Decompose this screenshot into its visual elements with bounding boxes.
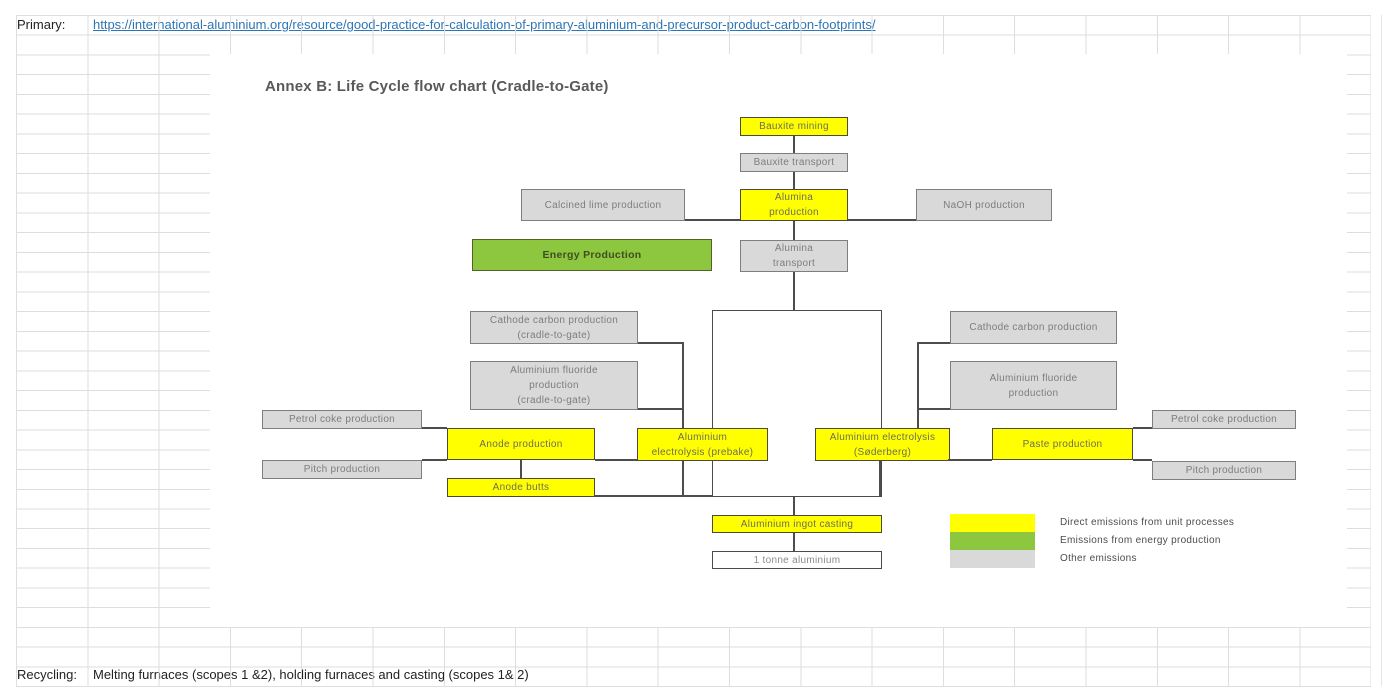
connector-line [638, 342, 684, 344]
box-paste-production-label: Paste production [1022, 438, 1103, 450]
box-pitch-left: Pitch production [262, 460, 422, 479]
box-paste-production: Paste production [992, 428, 1133, 460]
box-cathode-carbon-right: Cathode carbon production [950, 311, 1117, 344]
box-cathode-carbon-left-label: (cradle-to-gate) [517, 329, 591, 341]
box-aluminium-fluoride-left-label: Aluminium fluoride [510, 365, 598, 376]
connector-line [520, 460, 522, 478]
box-naoh-production-label: NaOH production [943, 199, 1025, 211]
box-aluminium-fluoride-left-label: (cradle-to-gate) [517, 395, 591, 406]
legend-label-2: Other emissions [1060, 553, 1137, 564]
box-electrolysis-soderberg-label: (Søderberg) [853, 446, 912, 458]
connector-line [682, 344, 684, 428]
box-electrolysis-prebake-label: electrolysis (prebake) [651, 446, 754, 458]
box-aluminium-ingot-casting-label: Aluminium ingot casting [740, 518, 854, 530]
box-one-tonne-aluminium: 1 tonne aluminium [712, 551, 882, 569]
box-energy-production: Energy Production [472, 239, 712, 271]
box-alumina-production-label: production [769, 207, 819, 218]
box-anode-butts-label: Anode butts [492, 482, 550, 493]
box-electrolysis-prebake-label: Aluminium [677, 431, 728, 443]
box-aluminium-fluoride-right-label: Aluminium fluoride [989, 372, 1078, 384]
box-electrolysis-soderberg: Aluminium electrolysis (Søderberg) [815, 428, 950, 461]
connector-line [917, 342, 950, 344]
connector-line [1133, 427, 1152, 429]
connector-line [793, 497, 795, 515]
box-bauxite-mining-label: Bauxite mining [759, 121, 829, 132]
connector-line [1133, 459, 1152, 461]
sheet-right-edge-line [1381, 15, 1382, 686]
connector-line [682, 461, 684, 495]
box-pitch-right: Pitch production [1152, 461, 1296, 480]
box-aluminium-fluoride-right: Aluminium fluoride production [950, 361, 1117, 410]
box-alumina-production: Alumina production [740, 189, 848, 221]
box-aluminium-fluoride-left-label: production [529, 380, 579, 391]
connector-line [685, 219, 740, 221]
box-petrol-coke-right: Petrol coke production [1152, 410, 1296, 429]
box-alumina-production-label: Alumina [774, 192, 814, 203]
connector-line [917, 408, 950, 410]
connector-line [793, 221, 795, 240]
connector-line [948, 459, 992, 461]
box-petrol-coke-right-label: Petrol coke production [1170, 414, 1278, 425]
box-calcined-lime-production: Calcined lime production [521, 189, 685, 221]
box-aluminium-fluoride-right-label: production [1008, 387, 1059, 399]
box-anode-production-label: Anode production [479, 438, 563, 450]
legend-label-1: Emissions from energy production [1060, 535, 1221, 546]
box-aluminium-ingot-casting: Aluminium ingot casting [712, 515, 882, 533]
box-alumina-transport-label: transport [772, 258, 816, 269]
box-pitch-right-label: Pitch production [1185, 465, 1263, 476]
connector-line [422, 427, 447, 429]
box-bauxite-transport-label: Bauxite transport [753, 157, 835, 168]
box-petrol-coke-left-label: Petrol coke production [288, 414, 396, 425]
box-petrol-coke-left: Petrol coke production [262, 410, 422, 429]
box-pitch-left-label: Pitch production [303, 464, 381, 475]
box-naoh-production: NaOH production [916, 189, 1052, 221]
box-cathode-carbon-right-label: Cathode carbon production [969, 322, 1098, 333]
box-process-frame [712, 310, 882, 497]
connector-line [848, 219, 916, 221]
box-one-tonne-aluminium-label: 1 tonne aluminium [753, 554, 841, 566]
connector-line [595, 495, 712, 497]
connector-line [793, 136, 795, 153]
box-anode-butts: Anode butts [447, 478, 595, 497]
box-aluminium-fluoride-left: Aluminium fluoride production (cradle-to-g… [470, 361, 638, 410]
box-bauxite-mining: Bauxite mining [740, 117, 848, 136]
legend-swatch-0 [950, 514, 1035, 532]
box-electrolysis-soderberg-label: Aluminium electrolysis [829, 431, 936, 443]
box-electrolysis-prebake: Aluminium electrolysis (prebake) [637, 428, 768, 461]
connector-line [638, 408, 684, 410]
box-calcined-lime-production-label: Calcined lime production [544, 199, 662, 211]
connector-line [793, 272, 795, 310]
box-anode-production: Anode production [447, 428, 595, 460]
legend-swatch-2 [950, 550, 1035, 568]
box-energy-production-label: Energy Production [542, 248, 642, 261]
connector-line [793, 533, 795, 551]
box-cathode-carbon-left: Cathode carbon production (cradle-to-gate… [470, 311, 638, 344]
box-bauxite-transport: Bauxite transport [740, 153, 848, 172]
box-alumina-transport-label: Alumina [774, 243, 814, 254]
connector-line [595, 459, 637, 461]
box-cathode-carbon-left-label: Cathode carbon production [489, 314, 619, 326]
box-alumina-transport: Alumina transport [740, 240, 848, 272]
connector-line [879, 461, 881, 497]
connector-line [917, 344, 919, 428]
flowchart-title: Annex B: Life Cycle flow chart (Cradle-t… [265, 78, 609, 95]
legend-swatch-1 [950, 532, 1035, 550]
connector-line [422, 459, 447, 461]
legend-label-0: Direct emissions from unit processes [1060, 517, 1235, 528]
connector-line [793, 172, 795, 189]
